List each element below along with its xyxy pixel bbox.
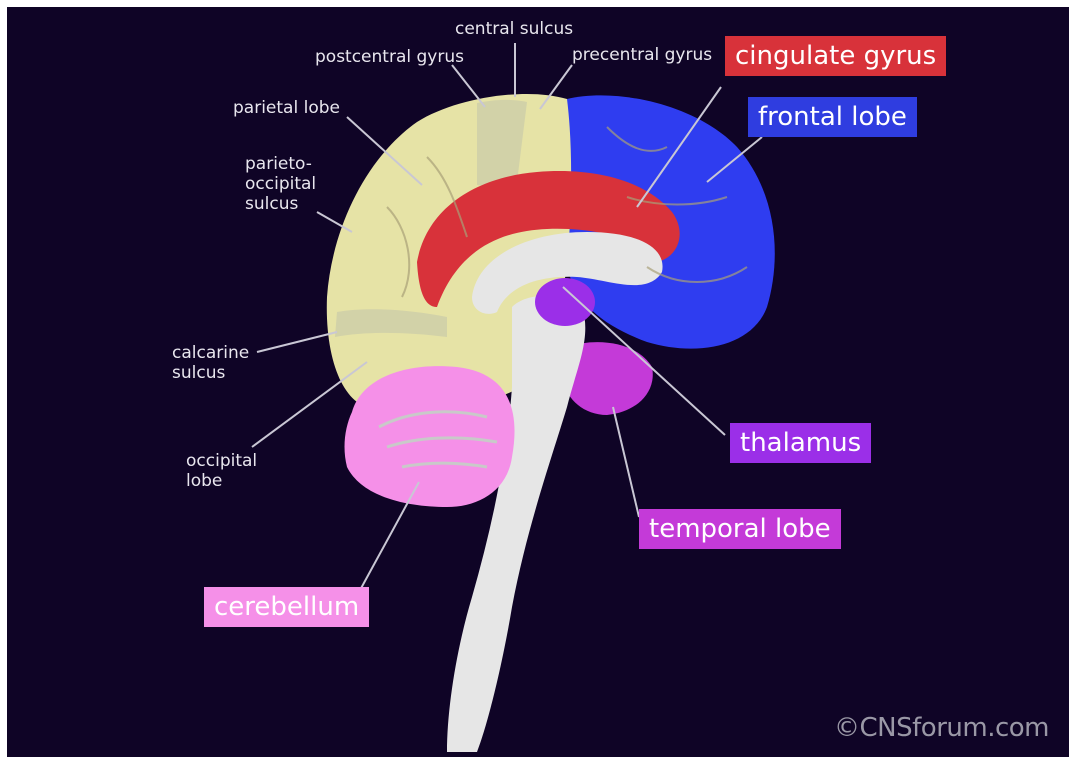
label-line: sulcus	[172, 363, 262, 383]
box-temporal-lobe: temporal lobe	[639, 509, 841, 549]
box-thalamus: thalamus	[730, 423, 871, 463]
label-line: occipital	[245, 174, 345, 194]
box-frontal-lobe: frontal lobe	[748, 97, 917, 137]
diagram-frame: central sulcus postcentral gyrus precent…	[7, 7, 1069, 757]
label-line: parieto-	[245, 154, 345, 174]
label-line: calcarine	[172, 343, 262, 363]
label-line: lobe	[186, 471, 276, 491]
label-postcentral-gyrus: postcentral gyrus	[315, 47, 464, 67]
box-cerebellum: cerebellum	[204, 587, 369, 627]
copyright-text: ©CNSforum.com	[834, 713, 1049, 743]
box-cingulate-gyrus: cingulate gyrus	[725, 36, 946, 76]
label-parieto-occipital-sulcus: parieto- occipital sulcus	[245, 154, 345, 214]
label-occipital-lobe: occipital lobe	[186, 451, 276, 491]
thalamus-region	[535, 278, 595, 326]
cerebellum-region	[345, 366, 515, 507]
label-central-sulcus: central sulcus	[455, 19, 573, 39]
label-precentral-gyrus: precentral gyrus	[572, 45, 712, 65]
label-line: sulcus	[245, 194, 345, 214]
label-calcarine-sulcus: calcarine sulcus	[172, 343, 262, 383]
label-parietal-lobe: parietal lobe	[233, 98, 340, 118]
label-line: occipital	[186, 451, 276, 471]
